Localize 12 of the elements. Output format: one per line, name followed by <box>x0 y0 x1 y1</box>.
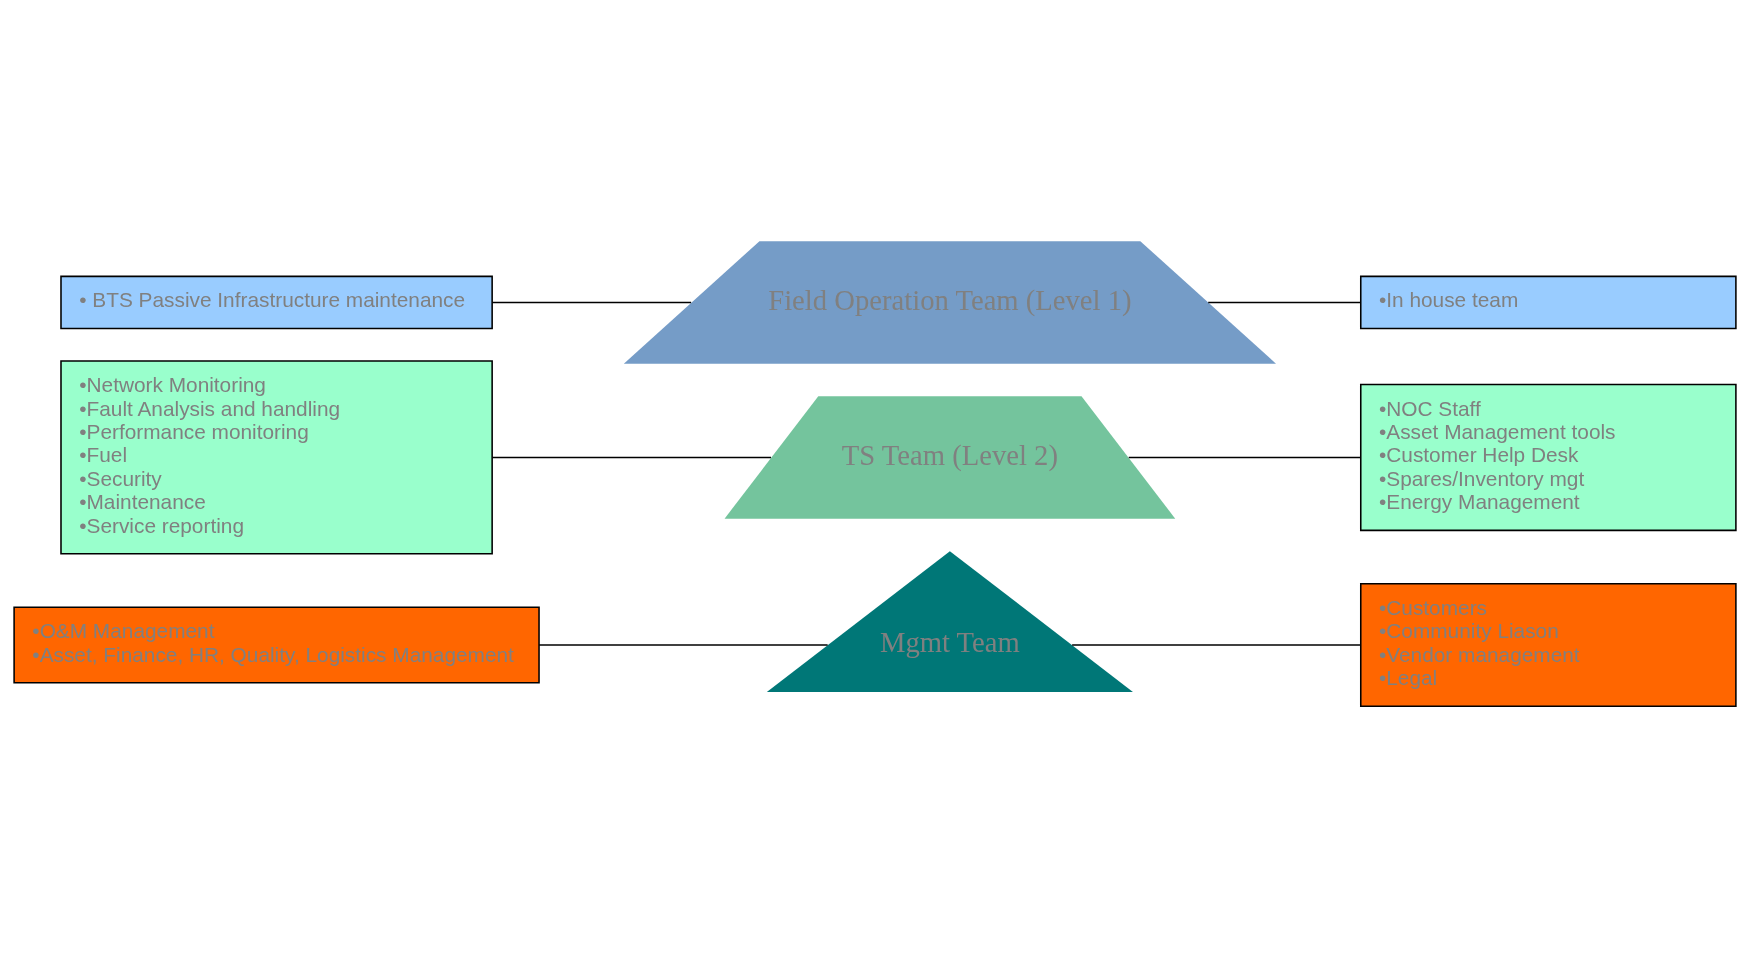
connector <box>1128 456 1362 458</box>
node-box: •Network Monitoring •Fault Analysis and handling •Performance monitoring •Fuel •Security •Maintenance •Service reporting <box>60 359 493 555</box>
connector <box>1071 643 1362 646</box>
node-box: • BTS Passive Infrastructure maintenance <box>60 275 493 329</box>
node-box: •Customers •Community Liason •Vendor management •Legal <box>1360 582 1737 707</box>
connector <box>491 456 772 458</box>
node-box: •In house team <box>1360 275 1737 329</box>
node-box: •O&M Management •Asset, Finance, HR, Quality, Logistics Management <box>13 605 540 684</box>
connector <box>491 301 692 303</box>
connector <box>538 643 829 646</box>
node-box: •NOC Staff •Asset Management tools •Customer Help Desk •Spares/Inventory mgt •Energy Management <box>1360 383 1737 531</box>
connector <box>1207 301 1362 303</box>
